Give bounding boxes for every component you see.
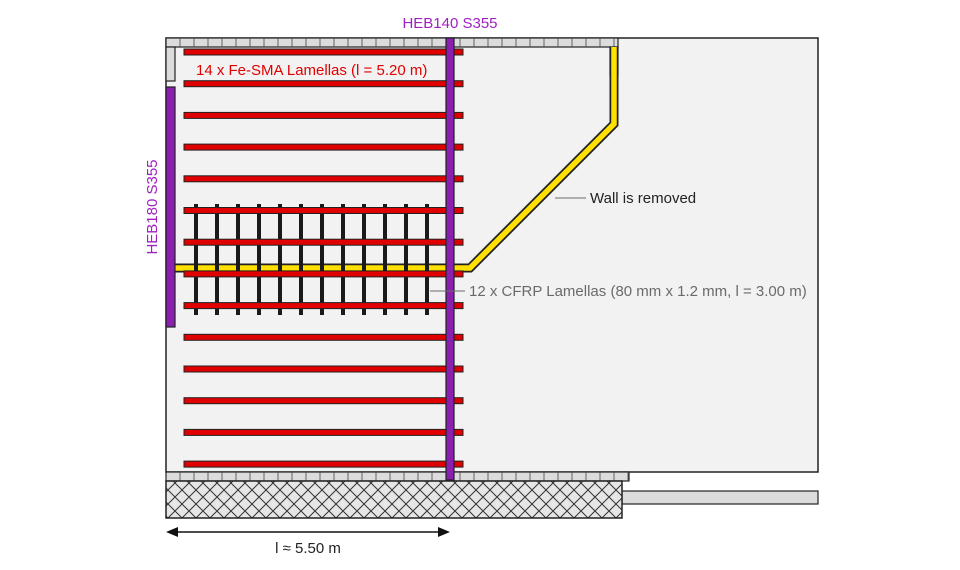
fe-sma-lamella [183, 460, 464, 468]
cfrp-lamellas [194, 204, 429, 315]
fe-sma-lamella [183, 238, 464, 246]
floor-strip-ticks [179, 472, 629, 481]
fe-sma-lamella [183, 302, 464, 310]
fe-sma-lamella [183, 428, 464, 436]
cfrp-lamella [215, 204, 219, 315]
cfrp-lamella [383, 204, 387, 315]
floor-continuation [621, 490, 819, 505]
foundation [165, 480, 623, 519]
fe-sma-lamella [183, 111, 464, 119]
fe-sma-lamella [183, 270, 464, 278]
fe-sma-lamella [183, 333, 464, 341]
heb180-label: HEB180 S355 [144, 159, 161, 254]
wall-panel [165, 37, 819, 473]
cfrp-lamella [299, 204, 303, 315]
cfrp-lamella [194, 204, 198, 315]
cfrp-lamella [236, 204, 240, 315]
length-label: l ≈ 5.50 m [275, 540, 341, 557]
top-slab-ticks [179, 38, 615, 47]
cfrp-lamella [404, 204, 408, 315]
left-slab [165, 46, 176, 82]
floor-strip [165, 471, 630, 482]
heb180-column [165, 86, 176, 328]
top-slab [165, 37, 619, 48]
cfrp-lamella [257, 204, 261, 315]
fe-sma-lamellas [183, 48, 464, 468]
length-arrow-right [438, 527, 450, 537]
wall-removed-label: Wall is removed [590, 190, 696, 207]
fe-sma-label: 14 x Fe-SMA Lamellas (l = 5.20 m) [196, 62, 427, 79]
cfrp-lamella [425, 204, 429, 315]
fe-sma-lamella [183, 397, 464, 405]
heb140-label: HEB140 S355 [402, 15, 497, 32]
fe-sma-lamella [183, 365, 464, 373]
cfrp-lamella [341, 204, 345, 315]
fe-sma-lamella [183, 80, 464, 88]
fe-sma-lamella [183, 207, 464, 214]
cfrp-lamella [320, 204, 324, 315]
cfrp-lamella [362, 204, 366, 315]
cfrp-label: 12 x CFRP Lamellas (80 mm x 1.2 mm, l = … [469, 283, 807, 300]
length-arrow-left [166, 527, 178, 537]
fe-sma-lamella [183, 48, 464, 56]
heb140-column [445, 37, 455, 481]
cfrp-lamella [278, 204, 282, 315]
fe-sma-lamella [183, 143, 464, 151]
fe-sma-lamella [183, 175, 464, 183]
